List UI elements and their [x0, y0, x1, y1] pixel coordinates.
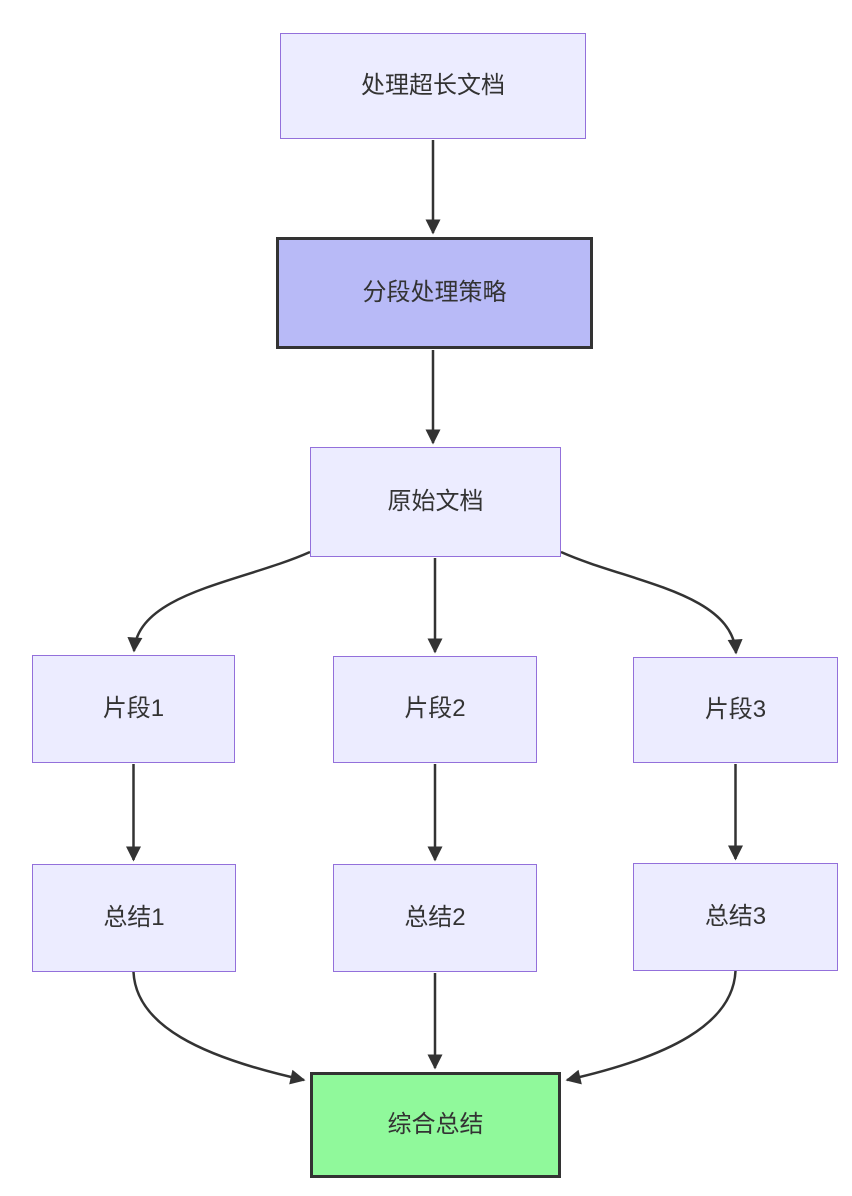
node-label: 总结3: [704, 902, 767, 930]
node-summary-1: 总结1: [32, 864, 236, 972]
node-fragment-3: 片段3: [633, 657, 838, 763]
node-label: 总结2: [404, 903, 466, 931]
node-fragment-2: 片段2: [333, 656, 537, 763]
node-segmentation-strategy: 分段处理策略: [276, 237, 593, 349]
node-summary-3: 总结3: [633, 863, 838, 971]
node-label: 片段1: [102, 694, 165, 722]
node-label: 处理超长文档: [361, 71, 505, 99]
node-label: 原始文档: [387, 487, 484, 515]
node-label: 片段2: [404, 695, 466, 723]
node-original-document: 原始文档: [310, 447, 561, 557]
node-label: 综合总结: [387, 1110, 484, 1138]
edge-e3-to-f: [565, 970, 737, 1085]
edge-c-to-d3: [560, 550, 743, 655]
node-label: 总结1: [103, 903, 165, 931]
node-label: 片段3: [704, 695, 767, 723]
node-final-summary: 综合总结: [310, 1072, 561, 1178]
edge-c-to-d1: [127, 550, 311, 653]
edge-e1-to-f: [132, 971, 306, 1085]
node-fragment-1: 片段1: [32, 655, 235, 763]
node-label: 分段处理策略: [362, 278, 507, 306]
node-process-long-document: 处理超长文档: [280, 33, 586, 139]
node-summary-2: 总结2: [333, 864, 537, 972]
